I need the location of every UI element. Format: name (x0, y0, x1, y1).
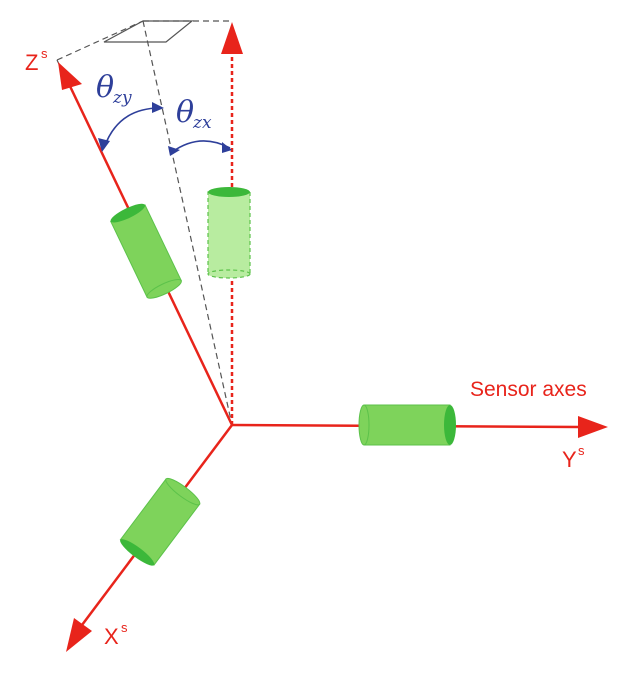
x-axis-label: X s (104, 620, 128, 649)
y-axis-arrowhead (578, 416, 608, 438)
y-axis-cylinder (358, 404, 456, 446)
y-axis-label: Y s (562, 443, 585, 472)
theta-zy-symbol: θ (96, 70, 114, 105)
x-axis-superscript: s (121, 620, 128, 635)
z-axis-cylinder (110, 203, 182, 299)
guide-line-diagonal (142, 20, 233, 426)
z-axis-superscript: s (41, 46, 48, 61)
theta-zy-subscript: zy (112, 88, 132, 108)
guide-line-zs-top (56, 20, 144, 61)
y-axis-letter: Y (562, 447, 577, 472)
theta-zx-symbol: θ (176, 95, 194, 130)
x-axis-letter: X (104, 624, 119, 649)
projection-arrowhead (221, 22, 243, 54)
sensor-axes-caption: Sensor axes (470, 378, 587, 401)
projection-parallelogram (103, 20, 194, 43)
theta-zx-subscript: zx (192, 113, 212, 133)
angle-zx-arc (168, 140, 232, 156)
theta-zy-label: θ zy (96, 70, 132, 108)
angle-zy-arc (98, 102, 164, 152)
z-axis-label: Z s (25, 46, 48, 75)
y-axis-superscript: s (578, 443, 585, 458)
theta-zx-label: θ zx (176, 95, 212, 133)
z-axis-arrowhead (58, 62, 82, 90)
z-axis-letter: Z (25, 50, 38, 75)
x-axis-arrowhead (66, 618, 92, 652)
projected-cylinder (207, 187, 251, 279)
x-axis-cylinder (119, 477, 201, 566)
